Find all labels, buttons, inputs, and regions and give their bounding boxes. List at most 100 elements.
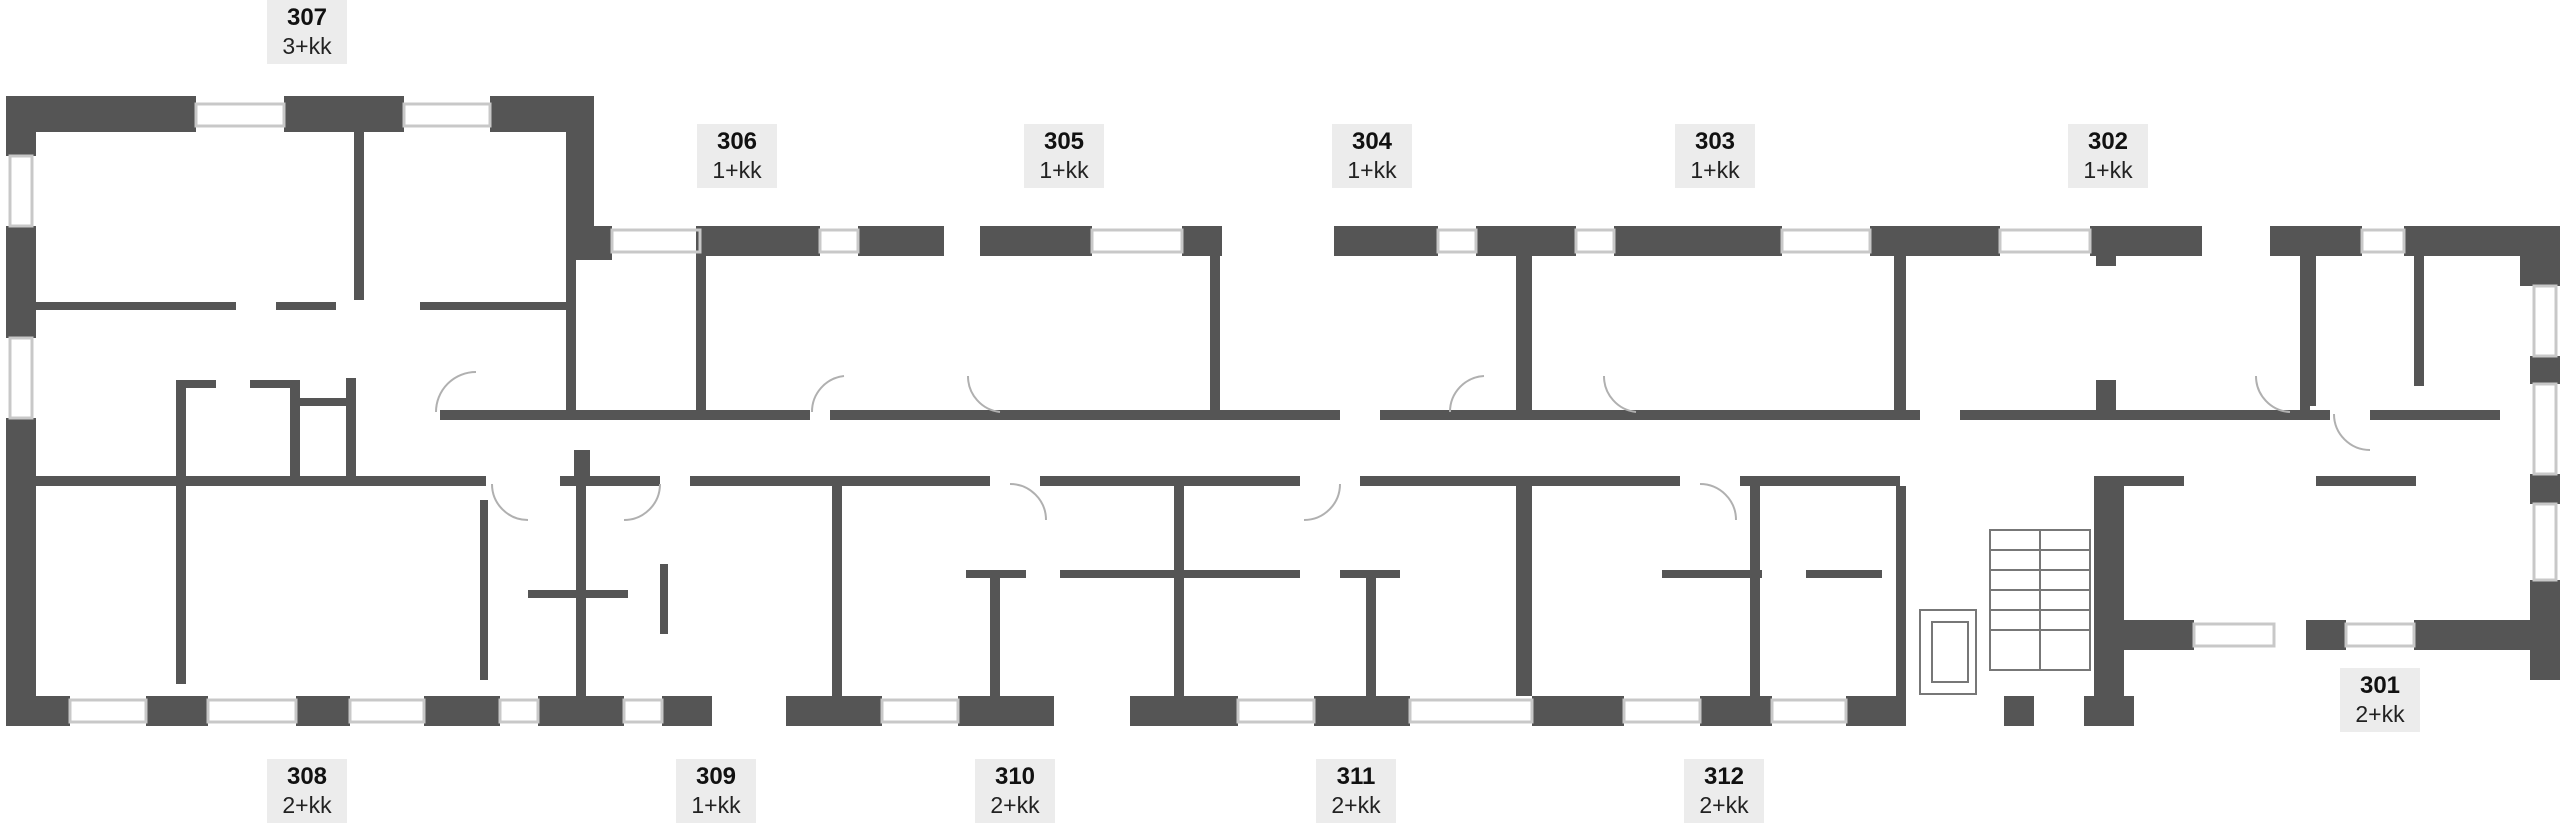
wall <box>36 302 236 310</box>
unit-type: 1+kk <box>1039 157 1089 183</box>
wall <box>566 96 594 226</box>
wall <box>1366 574 1376 696</box>
unit-label-312: 312 2+kk <box>1684 759 1764 823</box>
wall <box>276 302 336 310</box>
window <box>348 698 426 724</box>
wall <box>990 574 1000 696</box>
unit-type: 2+kk <box>2355 701 2405 727</box>
door-swing <box>1009 483 1047 521</box>
wall <box>1334 226 1438 256</box>
unit-number: 303 <box>1694 128 1736 155</box>
wall <box>1314 696 1410 726</box>
wall <box>6 696 70 726</box>
door-swing <box>1448 375 1485 413</box>
wall <box>1740 476 1900 486</box>
unit-type: 1+kk <box>1347 157 1397 183</box>
window <box>1780 228 1872 254</box>
unit-number: 309 <box>695 763 737 790</box>
wall <box>146 696 208 726</box>
unit-number: 308 <box>286 763 328 790</box>
wall <box>1380 410 1920 420</box>
doors <box>435 371 2371 521</box>
unit-label-308: 308 2+kk <box>267 759 347 823</box>
door-swing <box>810 375 845 413</box>
wall <box>2004 696 2034 726</box>
wall <box>690 476 990 486</box>
wall <box>966 570 1026 578</box>
unit-number: 305 <box>1043 128 1085 155</box>
wall <box>420 302 566 310</box>
unit-label-304: 304 1+kk <box>1332 124 1412 188</box>
wall <box>2300 226 2316 406</box>
window <box>880 698 960 724</box>
wall <box>250 380 290 388</box>
wall <box>1846 696 1906 726</box>
wall <box>858 226 944 256</box>
wall <box>2306 620 2346 650</box>
door-swing <box>435 371 477 413</box>
window <box>498 698 540 724</box>
wall <box>700 226 820 256</box>
wall <box>424 696 500 726</box>
unit-number: 304 <box>1351 128 1393 155</box>
wall <box>832 486 842 696</box>
window <box>194 102 286 128</box>
unit-type: 2+kk <box>282 792 332 818</box>
unit-label-310: 310 2+kk <box>975 759 1055 823</box>
wall <box>1040 476 1300 486</box>
unit-number: 310 <box>994 763 1036 790</box>
wall <box>6 226 36 338</box>
window <box>2360 228 2406 254</box>
wall <box>574 450 590 480</box>
wall <box>1532 696 1624 726</box>
wall <box>566 226 576 412</box>
unit-number: 311 <box>1336 763 1376 790</box>
unit-type: 2+kk <box>990 792 1040 818</box>
unit-number: 306 <box>716 128 758 155</box>
wall <box>1210 226 1220 412</box>
window <box>622 698 664 724</box>
window <box>818 228 860 254</box>
wall <box>830 410 1340 420</box>
wall <box>2084 696 2134 726</box>
unit-label-301: 301 2+kk <box>2340 668 2420 732</box>
window <box>2192 622 2276 648</box>
unit-label-307: 307 3+kk <box>267 0 347 64</box>
wall <box>560 476 660 486</box>
unit-label-306: 306 1+kk <box>697 124 777 188</box>
wall <box>1870 226 2000 256</box>
stair-and-lift <box>1919 529 2091 695</box>
unit-label-305: 305 1+kk <box>1024 124 1104 188</box>
unit-type: 1+kk <box>2083 157 2133 183</box>
wall <box>662 696 712 726</box>
wall <box>2370 410 2500 420</box>
wall <box>176 380 186 476</box>
wall <box>1060 570 1300 578</box>
door-swing <box>1699 483 1737 521</box>
wall <box>354 130 364 300</box>
wall <box>6 418 36 722</box>
wall <box>980 226 1092 256</box>
wall <box>480 500 488 680</box>
window <box>2532 284 2558 358</box>
window <box>1770 698 1848 724</box>
window <box>1090 228 1184 254</box>
wall <box>1130 696 1238 726</box>
unit-label-309: 309 1+kk <box>676 759 756 823</box>
wall <box>1896 486 1906 696</box>
lift-cabin <box>1931 621 1969 683</box>
wall <box>1662 570 1762 578</box>
window <box>206 698 298 724</box>
wall <box>1174 486 1184 696</box>
unit-type: 2+kk <box>1331 792 1381 818</box>
wall <box>786 696 882 726</box>
wall <box>528 590 628 598</box>
wall <box>2520 226 2560 286</box>
window <box>2532 382 2558 476</box>
window <box>1236 698 1316 724</box>
unit-type: 1+kk <box>1690 157 1740 183</box>
unit-number: 301 <box>2359 672 2401 699</box>
window <box>1998 228 2092 254</box>
wall <box>6 96 36 156</box>
wall <box>1894 226 1906 412</box>
